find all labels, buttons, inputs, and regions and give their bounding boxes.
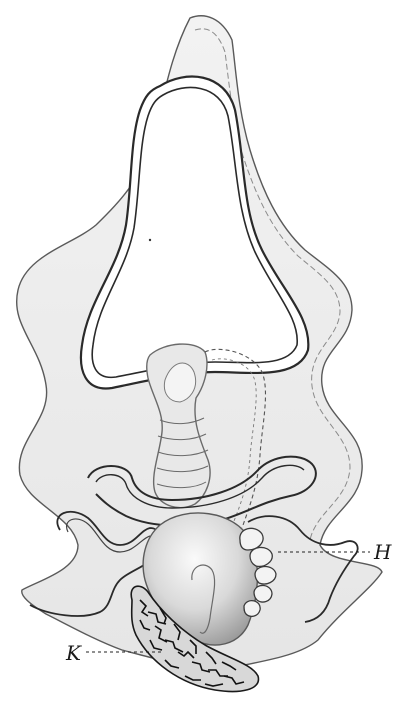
speck bbox=[149, 239, 151, 241]
label-h: H bbox=[373, 540, 392, 564]
label-k: K bbox=[65, 641, 82, 665]
